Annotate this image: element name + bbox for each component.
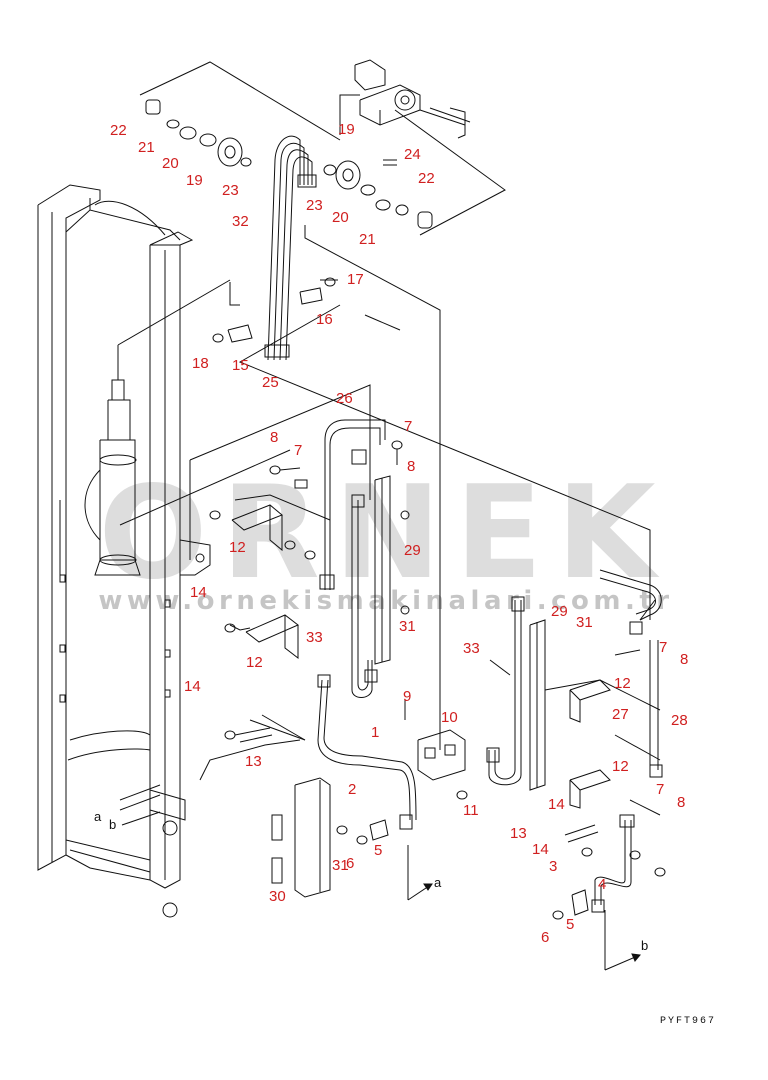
part-label: 29 — [551, 603, 568, 620]
outer-mast-frame — [37, 184, 211, 918]
part-label: 8 — [680, 651, 689, 668]
upper-hose-bundle — [264, 135, 317, 361]
part-label: 3 — [549, 858, 558, 875]
part-label: 22 — [110, 122, 127, 139]
part-label: 20 — [162, 155, 179, 172]
part-label: 13 — [245, 753, 262, 770]
part-label: 1 — [371, 724, 380, 741]
part-label: 6 — [541, 929, 550, 946]
right-hoses — [486, 569, 663, 791]
part-label: 20 — [332, 209, 349, 226]
lower-hoses-and-valve — [317, 674, 468, 830]
part-label: 21 — [138, 139, 155, 156]
part-label: 25 — [262, 374, 279, 391]
part-label: 19 — [186, 172, 203, 189]
part-label: 24 — [404, 146, 421, 163]
small-bolts — [209, 440, 410, 743]
top-sheave-parts — [145, 99, 433, 229]
lower-right-hoses — [552, 814, 666, 920]
part-label: 23 — [306, 197, 323, 214]
part-label: 17 — [347, 271, 364, 288]
part-label: 31 — [576, 614, 593, 631]
part-label: 11 — [463, 802, 479, 819]
part-label: 31 — [332, 857, 349, 874]
part-label: 7 — [294, 442, 303, 459]
leader-lines — [119, 61, 661, 970]
top-right-bracket — [354, 59, 471, 139]
part-label: 12 — [229, 539, 246, 556]
part-label: 8 — [677, 794, 686, 811]
part-label: 21 — [359, 231, 376, 248]
part-label: 12 — [612, 758, 629, 775]
part-label: 28 — [671, 712, 688, 729]
reference-arrows — [407, 883, 641, 971]
middle-hoses — [319, 419, 391, 698]
part-label: 27 — [612, 706, 629, 723]
part-label: 7 — [659, 639, 668, 656]
drawing-code: PYFT967 — [660, 1016, 717, 1027]
part-label: 13 — [510, 825, 527, 842]
part-label: 7 — [404, 418, 413, 435]
lift-cylinder — [84, 279, 231, 576]
part-label: 26 — [336, 390, 353, 407]
part-label: 29 — [404, 542, 421, 559]
part-label: 5 — [566, 916, 575, 933]
part-label: 14 — [190, 584, 207, 601]
part-label: 7 — [656, 781, 665, 798]
part-label: 22 — [418, 170, 435, 187]
part-label: 9 — [403, 688, 412, 705]
lower-guard — [271, 777, 389, 898]
part-label: 6 — [346, 855, 355, 872]
part-label: 5 — [374, 842, 383, 859]
watermark-url: www.ornekismakinalari.com.tr — [98, 586, 674, 616]
part-label: 15 — [232, 357, 249, 374]
part-label: 12 — [246, 654, 263, 671]
part-label: 10 — [441, 709, 458, 726]
reference-letter: b — [109, 817, 117, 832]
part-label: 14 — [548, 796, 565, 813]
hose-clamp-parts — [212, 277, 338, 343]
part-label: 18 — [192, 355, 209, 372]
part-label: 4 — [598, 876, 607, 893]
bracket-12-group — [231, 504, 611, 809]
reference-letter: b — [641, 938, 649, 953]
part-label: 23 — [222, 182, 239, 199]
part-label: 33 — [463, 640, 480, 657]
reference-letter: a — [94, 809, 102, 824]
part-label: 2 — [348, 781, 357, 798]
part-label: 14 — [184, 678, 201, 695]
part-label: 33 — [306, 629, 323, 646]
part-label: 12 — [614, 675, 631, 692]
reference-letter: a — [434, 875, 442, 890]
part-label: 8 — [407, 458, 416, 475]
part-label: 30 — [269, 888, 286, 905]
watermark-logo: ORNEK — [98, 459, 670, 608]
part-label: 19 — [338, 121, 355, 138]
part-label: 16 — [316, 311, 333, 328]
part-label: 32 — [232, 213, 249, 230]
part-label: 14 — [532, 841, 549, 858]
part-label: 31 — [399, 618, 416, 635]
part-label: 8 — [270, 429, 279, 446]
